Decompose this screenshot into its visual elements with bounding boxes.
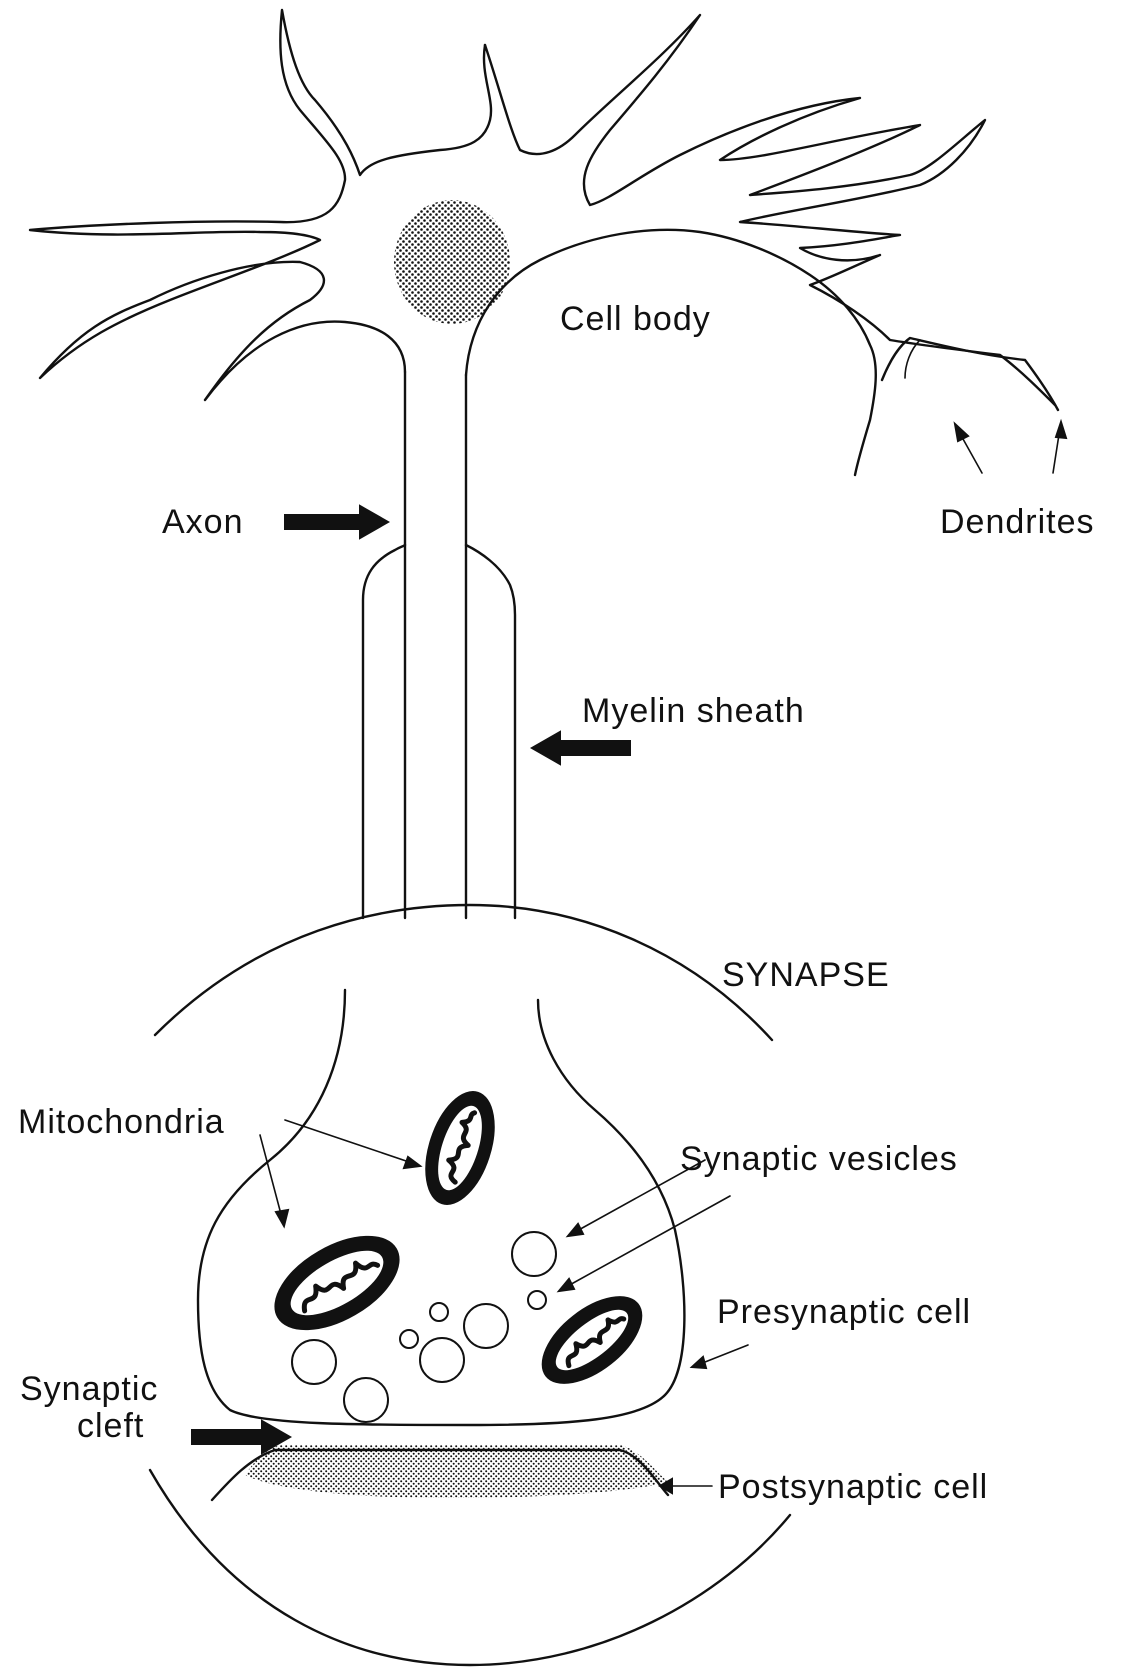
mitochondrion-top (414, 1084, 507, 1213)
nucleus (394, 200, 510, 324)
synaptic-vesicle (344, 1378, 388, 1422)
synapse-region (150, 905, 790, 1665)
postsynaptic-membrane (245, 1445, 668, 1498)
label-presynaptic-cell: Presynaptic cell (717, 1293, 971, 1331)
label-myelin-sheath: Myelin sheath (582, 692, 805, 730)
label-mitochondria: Mitochondria (18, 1103, 225, 1141)
vesicle-arrow-2-head (559, 1279, 574, 1291)
dendrite-lower-branch (882, 338, 1058, 410)
mitochondria-arrow-2-head (276, 1210, 288, 1226)
synaptic-vesicle (430, 1303, 448, 1321)
vesicle-arrow-1-head (568, 1224, 583, 1236)
labels: Cell body Axon Dendrites Myelin sheath S… (18, 300, 1095, 1506)
label-synaptic-cleft-line2: cleft (77, 1407, 144, 1445)
synaptic-vesicle (292, 1340, 336, 1384)
label-synaptic-cleft-line1: Synaptic (20, 1370, 158, 1408)
dendrite-lower-inner (905, 340, 920, 378)
label-synaptic-vesicles: Synaptic vesicles (680, 1140, 958, 1178)
mitochondria-arrow-2 (260, 1135, 282, 1218)
synaptic-vesicle (400, 1330, 418, 1348)
synapse-circle-bottom (150, 1470, 790, 1665)
synaptic-vesicle (512, 1232, 556, 1276)
mitochondria-arrow-1-head (404, 1157, 420, 1168)
mitochondrion-large (260, 1218, 414, 1348)
synaptic-vesicle (528, 1291, 546, 1309)
axon-arrow (285, 506, 388, 538)
axon-group (363, 372, 515, 918)
myelin-sheath-outline (363, 545, 405, 918)
label-axon: Axon (162, 503, 244, 541)
dendrite-upper-outline (485, 15, 1055, 405)
mitochondrion-right (528, 1281, 656, 1400)
vesicle-arrow-2 (566, 1196, 730, 1287)
cell-body-outline-right (466, 230, 876, 475)
cell-body-outline-left (30, 10, 491, 400)
synaptic-vesicle (420, 1338, 464, 1382)
dendrite-arrow-right-head (1056, 422, 1066, 438)
synaptic-vesicle (464, 1304, 508, 1348)
myelin-sheath-arrow (532, 732, 630, 764)
neuron (30, 10, 1058, 475)
label-synapse: SYNAPSE (722, 956, 890, 994)
dendrite-arrow-left-head (955, 424, 968, 441)
label-postsynaptic-cell: Postsynaptic cell (718, 1468, 988, 1506)
myelin-sheath-outline-right (466, 545, 515, 918)
mitochondria-arrow-1 (285, 1120, 412, 1163)
synapse-circle-top (155, 905, 772, 1040)
label-dendrites: Dendrites (940, 503, 1095, 541)
presynaptic-arrow (700, 1345, 748, 1364)
presynaptic-arrow-head (692, 1357, 706, 1368)
label-cell-body: Cell body (560, 300, 711, 338)
